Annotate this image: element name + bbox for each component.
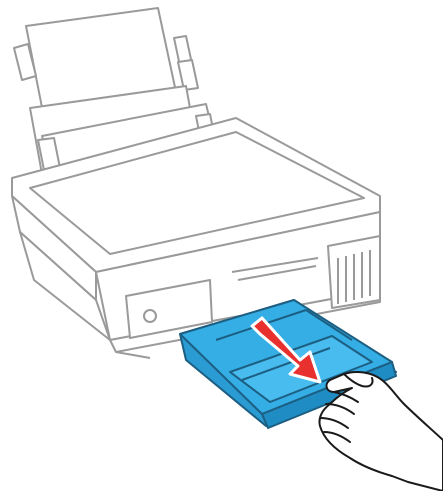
hand-icon — [319, 372, 443, 491]
